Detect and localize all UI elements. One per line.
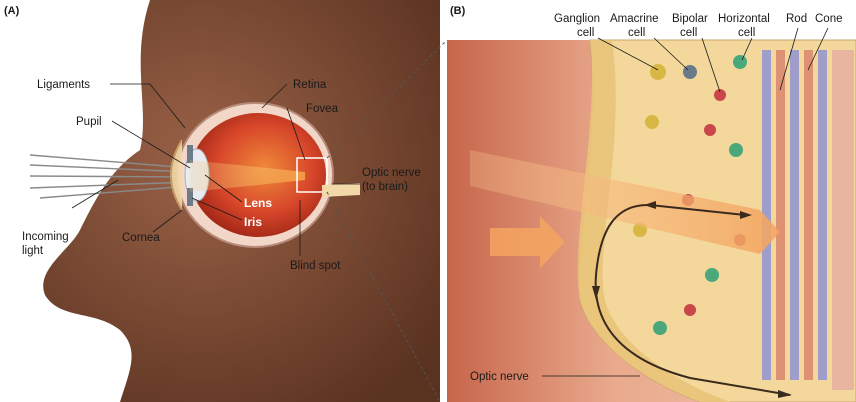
label-ganglion-cell: cell	[577, 27, 594, 39]
label-retina: Retina	[293, 79, 327, 91]
label-bipolar: Bipolar	[672, 13, 708, 25]
label-ligaments: Ligaments	[37, 79, 90, 91]
label-bipolar-cell: cell	[680, 27, 697, 39]
label-iris: Iris	[244, 215, 262, 229]
zoom-line-top	[326, 39, 448, 159]
label-incoming: Incoming	[22, 231, 69, 243]
label-cornea: Cornea	[122, 232, 160, 244]
iris	[187, 145, 193, 163]
nerve-fiber-band	[577, 40, 730, 402]
light-beam-large	[470, 150, 780, 254]
leader-lines-a	[71, 83, 360, 256]
label-light: light	[22, 245, 44, 257]
label-optic-nerve: Optic nerve	[362, 167, 421, 179]
light-cone	[190, 160, 305, 192]
label-rod: Rod	[786, 13, 807, 25]
label-cone: Cone	[815, 13, 843, 25]
label-amacrine-cell: cell	[628, 27, 645, 39]
panel-b: (B) Ganglion cell Amacrine cell Bipolar …	[447, 5, 856, 402]
label-pupil: Pupil	[76, 116, 102, 128]
cornea	[170, 139, 183, 211]
panel-label-b: (B)	[450, 5, 466, 17]
label-amacrine: Amacrine	[610, 13, 659, 25]
label-horizontal-cell: cell	[738, 27, 755, 39]
label-lens: Lens	[244, 196, 272, 210]
label-to-brain: (to brain)	[362, 181, 408, 193]
rods-and-cones	[762, 50, 854, 390]
panel-a: (A) Ligaments Pupil Retina Fovea Optic n…	[4, 0, 448, 402]
leader-lines-b	[542, 27, 829, 377]
panel-label-a: (A)	[4, 5, 20, 17]
label-blind-spot: Blind spot	[290, 260, 341, 272]
label-optic-nerve-b: Optic nerve	[470, 371, 529, 383]
fovea-box	[296, 157, 328, 193]
label-ganglion: Ganglion	[554, 13, 600, 25]
label-fovea: Fovea	[306, 103, 339, 115]
light-beam-small	[490, 216, 565, 268]
optic-nerve-stub	[322, 183, 360, 197]
label-horizontal: Horizontal	[718, 13, 770, 25]
zoom-line-bottom	[326, 191, 441, 402]
signal-path	[594, 203, 791, 396]
